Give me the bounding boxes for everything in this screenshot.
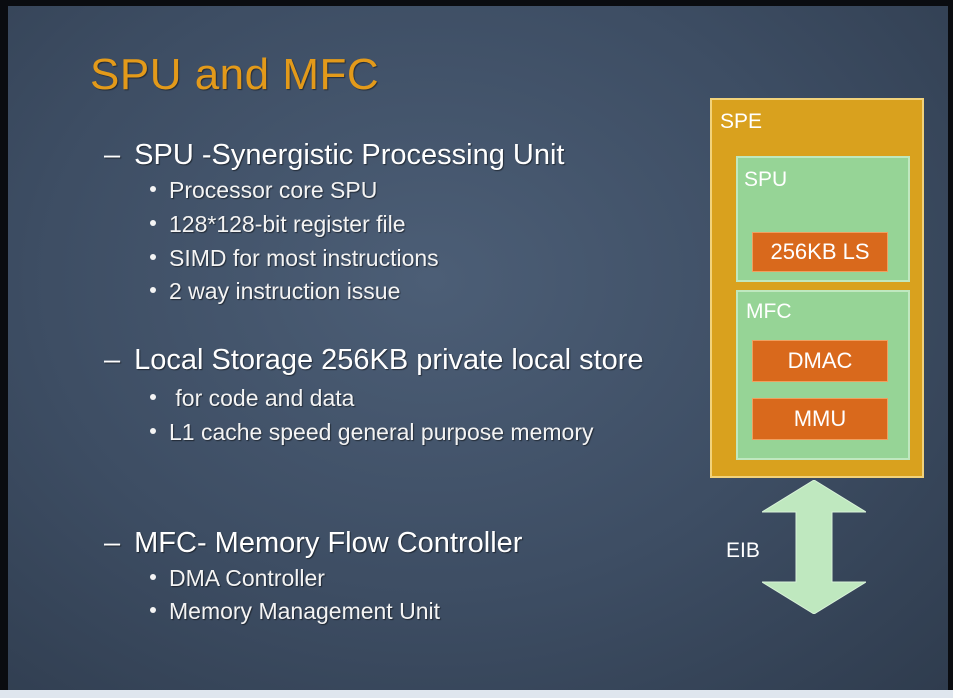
bullet-text: L1 cache speed general purpose memory [169, 419, 594, 445]
local-store-block: 256KB LS [752, 232, 888, 272]
bottom-edge-strip [0, 690, 953, 698]
spu-label: SPU [744, 168, 788, 191]
bullet-dot-icon [150, 393, 156, 400]
bullet-dot-icon [150, 606, 156, 613]
section-heading-local-storage: –Local Storage 256KB private local store [104, 344, 644, 377]
mmu-block: MMU [752, 398, 888, 440]
bullet-item: for code and data [150, 385, 354, 412]
bullet-item: Processor core SPU [150, 177, 377, 204]
bullet-text: Memory Management Unit [169, 598, 440, 624]
bullet-item: DMA Controller [150, 565, 325, 592]
mfc-box: MFC DMAC MMU [736, 290, 910, 460]
heading-dash: – [104, 344, 121, 376]
heading-text: SPU -Synergistic Processing Unit [134, 139, 565, 171]
bullet-dot-icon [150, 286, 156, 293]
spe-box: SPE SPU 256KB LS MFC DMAC MMU [710, 98, 924, 478]
spu-box: SPU 256KB LS [736, 156, 910, 282]
bullet-item: L1 cache speed general purpose memory [150, 419, 593, 446]
section-heading-mfc: –MFC- Memory Flow Controller [104, 527, 522, 560]
bullet-text: 2 way instruction issue [169, 278, 401, 304]
slide-title: SPU and MFC [90, 50, 380, 99]
heading-text: MFC- Memory Flow Controller [134, 527, 523, 559]
slide: SPU and MFC –SPU -Synergistic Processing… [8, 6, 948, 690]
heading-dash: – [104, 527, 121, 559]
heading-dash: – [104, 139, 121, 171]
bullet-text: for code and data [169, 385, 355, 411]
spe-label: SPE [720, 110, 763, 133]
eib-label: EIB [726, 539, 760, 562]
bullet-text: Processor core SPU [169, 177, 378, 203]
section-heading-spu: –SPU -Synergistic Processing Unit [104, 139, 564, 172]
bullet-dot-icon [150, 185, 156, 192]
bullet-dot-icon [150, 427, 156, 434]
mfc-label: MFC [746, 300, 792, 323]
bullet-item: Memory Management Unit [150, 598, 440, 625]
bullet-text: DMA Controller [169, 565, 325, 591]
double-arrow-icon [762, 480, 866, 614]
bullet-dot-icon [150, 573, 156, 580]
bullet-text: SIMD for most instructions [169, 245, 439, 271]
bullet-dot-icon [150, 219, 156, 226]
bullet-item: SIMD for most instructions [150, 245, 439, 272]
heading-text: Local Storage 256KB private local store [134, 344, 644, 376]
bullet-text: 128*128-bit register file [169, 211, 406, 237]
bullet-item: 2 way instruction issue [150, 278, 400, 305]
bullet-item: 128*128-bit register file [150, 211, 406, 238]
dmac-block: DMAC [752, 340, 888, 382]
bullet-dot-icon [150, 253, 156, 260]
